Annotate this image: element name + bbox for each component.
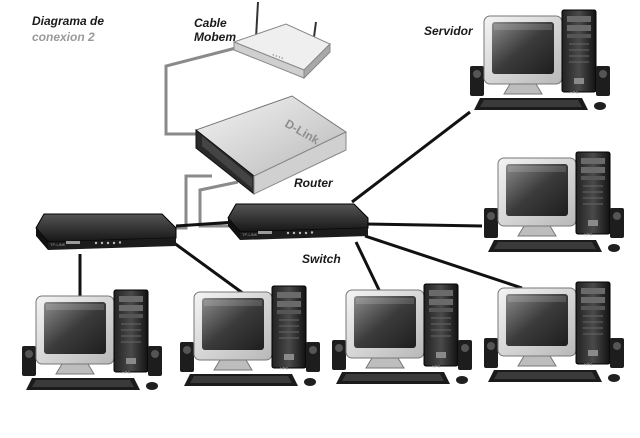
network-links <box>78 110 523 300</box>
pc-server: XPS <box>469 9 611 111</box>
router-label: Router <box>294 176 333 190</box>
pc-bottom-1: XPS <box>21 289 163 391</box>
router-to-switch-cable-a <box>172 174 212 230</box>
link-switch-pc-right <box>364 222 483 228</box>
cable-modem-label-line1: Cable <box>194 16 227 30</box>
pc-bottom-2-brand: XPS <box>280 366 288 371</box>
router: D-Link <box>194 95 348 196</box>
link-switch-pc-bottom-mid <box>354 241 382 293</box>
diagram-title: Diagrama de <box>32 14 105 28</box>
uplink-cables <box>164 46 239 230</box>
pc-bottom-3-brand: XPS <box>432 364 440 369</box>
link-switch-server <box>351 110 471 204</box>
pc-bottom-4-brand: XPS <box>584 362 592 367</box>
switch-left: TP-LINK <box>35 213 177 251</box>
pc-right-brand: XPS <box>584 232 592 237</box>
switch-main: TP-LINK <box>227 203 369 241</box>
modem-to-router-cable <box>164 46 237 136</box>
server-label: Servidor <box>424 24 473 38</box>
pc-bottom-4: XPS <box>483 281 625 383</box>
switch-left-brand: TP-LINK <box>50 242 66 247</box>
switch-label: Switch <box>302 252 341 266</box>
switch-main-brand: TP-LINK <box>242 232 258 237</box>
link-switch-pc-bottom-2 <box>169 238 245 296</box>
link-switch-pc-bottom-right <box>364 234 523 290</box>
diagram-subtitle: conexion 2 <box>32 30 95 44</box>
svg-text:▪ ▪ ▪ ▪: ▪ ▪ ▪ ▪ <box>271 52 284 62</box>
pc-right: XPS <box>483 151 625 253</box>
router-to-switch-cable-b <box>198 180 239 228</box>
pc-server-brand: XPS <box>570 90 578 95</box>
pc-bottom-3: XPS <box>331 283 473 385</box>
cable-modem: ▪ ▪ ▪ ▪ <box>232 1 331 80</box>
pc-bottom-2: XPS <box>179 285 321 387</box>
pc-bottom-1-brand: XPS <box>122 370 130 375</box>
cable-modem-label-line2: Mobem <box>194 30 236 44</box>
link-switch-switch <box>175 220 237 228</box>
